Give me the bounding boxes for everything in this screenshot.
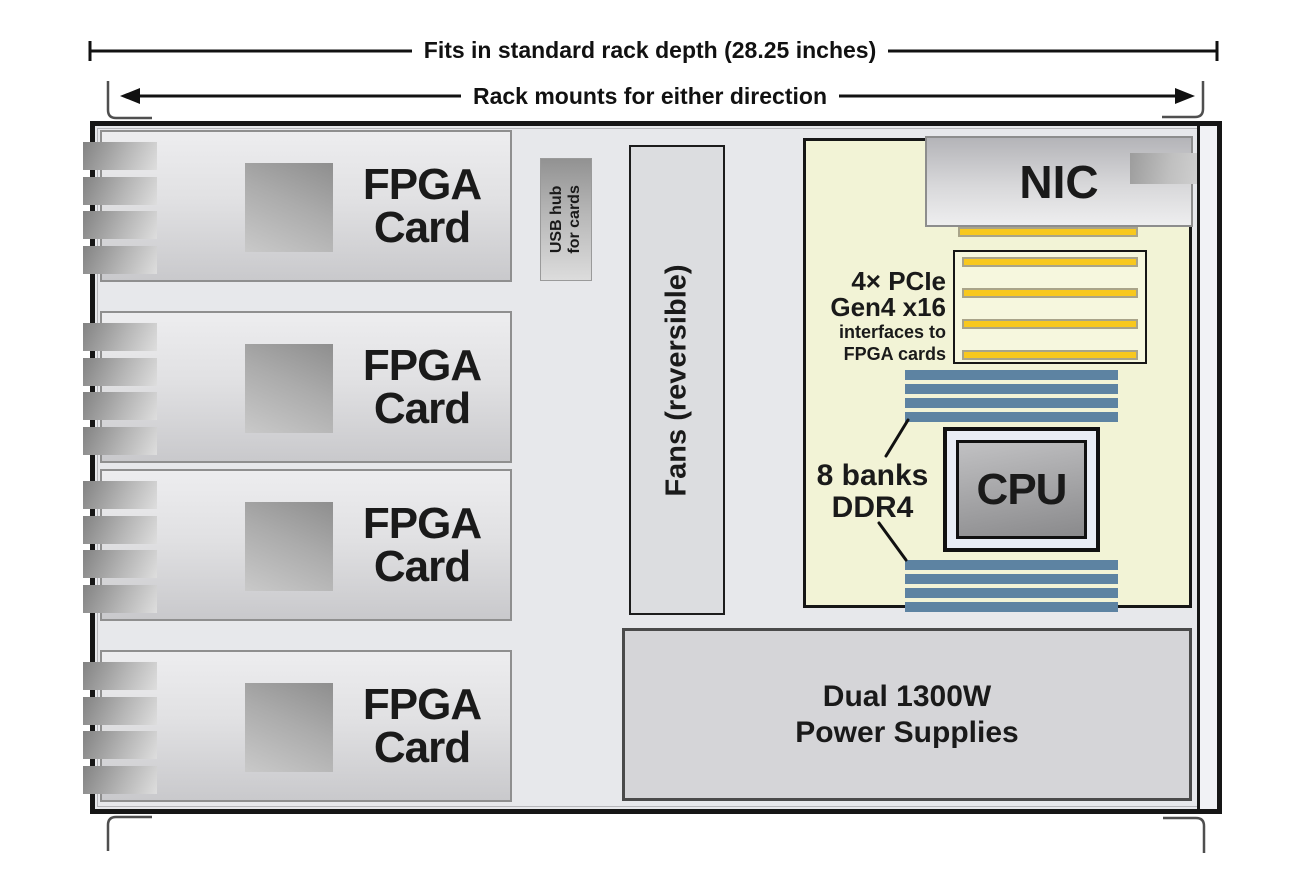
fpga-card-label-line1: FPGA [362, 679, 482, 729]
cpu: CPU [956, 440, 1087, 539]
fpga-card-label-line2: Card [373, 384, 471, 433]
usb-hub-label: USB hub for cards [548, 185, 585, 253]
fpga-chip [245, 344, 333, 433]
front-panel-strip [1197, 126, 1217, 809]
power-supplies: Dual 1300W Power Supplies [622, 628, 1192, 801]
nic-connector [1130, 153, 1197, 184]
card-edge-connector [83, 697, 157, 725]
fpga-card-label: FPGA Card [335, 471, 509, 619]
card-edge-connector [83, 427, 157, 455]
fpga-card-label: FPGA Card [335, 652, 509, 800]
fpga-card-label-line2: Card [373, 723, 471, 772]
fans-module: Fans (reversible) [629, 145, 725, 615]
card-edge-connector [83, 358, 157, 386]
fpga-card-label-line2: Card [373, 542, 471, 591]
card-edge-connector [83, 662, 157, 690]
ddr4-bank [905, 588, 1118, 598]
ddr4-bank [905, 384, 1118, 394]
card-edge-connector [83, 550, 157, 578]
pcie-annotation-line3: interfaces to [838, 322, 946, 342]
fpga-card-label: FPGA Card [335, 313, 509, 461]
rack-mounts-label: Rack mounts for either direction [0, 83, 1300, 110]
usb-hub-label-line2: for cards [566, 185, 583, 254]
rack-mounts-label-text: Rack mounts for either direction [460, 83, 839, 109]
fpga-card-label: FPGA Card [335, 132, 509, 280]
fpga-card-label-line1: FPGA [362, 159, 482, 209]
fpga-card-label-line1: FPGA [362, 498, 482, 548]
pcie-annotation-line4: FPGA cards [843, 344, 946, 365]
card-edge-connector [83, 177, 157, 205]
psu-label-line2: Power Supplies [795, 715, 1019, 749]
ddr4-bank [905, 370, 1118, 380]
nic-label: NIC [1019, 155, 1099, 208]
pcie-slot [962, 319, 1138, 329]
card-edge-connector [83, 731, 157, 759]
pcie-annotation-line2: Gen4 x16 [830, 292, 946, 322]
pcie-slot [962, 350, 1138, 360]
card-edge-connector [83, 766, 157, 794]
card-edge-connector [83, 211, 157, 239]
pcie-slot-group [953, 250, 1147, 364]
fans-label: Fans (reversible) [660, 263, 693, 497]
card-edge-connector [83, 585, 157, 613]
fpga-card-1: FPGA Card [83, 130, 512, 282]
psu-label-line1: Dual 1300W [822, 680, 992, 714]
pcie-slot [962, 288, 1138, 298]
fpga-chip [245, 502, 333, 591]
ddr4-bank [905, 412, 1118, 422]
nic-pcie-slot [958, 227, 1138, 237]
fpga-card-2: FPGA Card [83, 311, 512, 463]
ddr4-bank [905, 574, 1118, 584]
nic-card: NIC [925, 136, 1197, 227]
usb-hub-label-line1: USB hub [547, 185, 565, 254]
fpga-chip [245, 683, 333, 772]
ddr4-bank [905, 398, 1118, 408]
pcie-slot [962, 257, 1138, 267]
pcie-annotation-line1: 4× PCIe [851, 266, 946, 296]
card-edge-connector [83, 246, 157, 274]
fpga-card-3: FPGA Card [83, 469, 512, 621]
card-edge-connector [83, 323, 157, 351]
fpga-card-label-line1: FPGA [362, 340, 482, 390]
card-edge-connector [83, 392, 157, 420]
rack-depth-label: Fits in standard rack depth (28.25 inche… [0, 37, 1300, 64]
pcie-annotation: 4× PCIe Gen4 x16 interfaces to FPGA card… [798, 268, 946, 364]
ddr4-bank [905, 560, 1118, 570]
ddr-annotation-line2: DDR4 [831, 491, 914, 525]
rack-depth-label-text: Fits in standard rack depth (28.25 inche… [411, 37, 889, 63]
usb-hub: USB hub for cards [540, 158, 592, 281]
fpga-chip [245, 163, 333, 252]
ddr-annotation: 8 banks DDR4 [815, 459, 930, 525]
card-edge-connector [83, 142, 157, 170]
fpga-card-label-line2: Card [373, 203, 471, 252]
cpu-label: CPU [976, 464, 1068, 514]
card-edge-connector [83, 516, 157, 544]
card-edge-connector [83, 481, 157, 509]
fpga-card-4: FPGA Card [83, 650, 512, 802]
cpu-socket: CPU [943, 427, 1100, 552]
ddr-annotation-line1: 8 banks [816, 459, 929, 492]
ddr4-bank [905, 602, 1118, 612]
